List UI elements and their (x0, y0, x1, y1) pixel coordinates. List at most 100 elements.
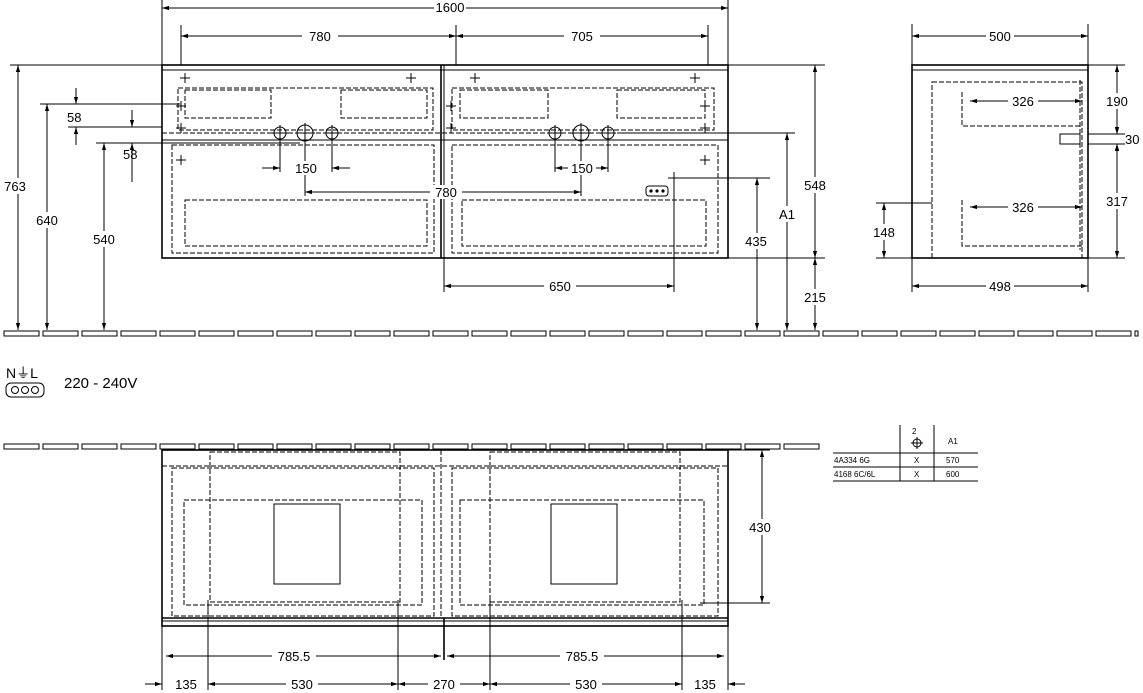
floor-segment (549, 443, 586, 450)
dim-seg-530-right: 530 (575, 677, 597, 692)
floor-segment (81, 443, 118, 450)
floor-segment (549, 330, 586, 337)
dim-width-total: 1600 (436, 0, 465, 15)
floor-segment (510, 330, 547, 337)
floor-segment (1056, 330, 1093, 337)
floor-segment (471, 443, 508, 450)
table-header-a1: A1 (948, 437, 958, 446)
floor-segment (42, 443, 79, 450)
floor-segment (588, 443, 625, 450)
floor-segment (744, 330, 781, 337)
floor-line-bottom (3, 443, 820, 450)
floor-segment (471, 330, 508, 337)
dim-height-148: 148 (873, 225, 895, 240)
table-row-1-mark: X (914, 456, 920, 465)
floor-segment (783, 330, 820, 337)
table-row-1-model: 4A334 6G (834, 456, 870, 465)
floor-segment (822, 330, 859, 337)
floor-segment (666, 443, 703, 450)
dim-half-left: 785.5 (278, 649, 311, 664)
floor-segment (705, 330, 742, 337)
dim-half-right: 785.5 (566, 649, 599, 664)
floor-segment (1134, 330, 1139, 337)
floor-segment (900, 330, 937, 337)
floor-segment (861, 330, 898, 337)
floor-segment (432, 330, 469, 337)
floor-segment (276, 330, 313, 337)
electrical-legend: N⏚L 220 - 240V (5, 365, 137, 398)
floor-segment (159, 443, 196, 450)
dim-depth-top: 500 (989, 29, 1011, 44)
pipe-icon (911, 437, 923, 449)
dim-inner-top: 326 (1012, 94, 1034, 109)
dim-pipe-spacing-right: 150 (571, 161, 593, 176)
floor-segment (198, 443, 235, 450)
floor-segment (354, 330, 391, 337)
floor-segment (198, 330, 235, 337)
table-header-icon-label: 2 (912, 427, 917, 436)
floor-segment (315, 443, 352, 450)
floor-segment (3, 443, 40, 450)
floor-segment (159, 330, 196, 337)
dim-cabinet-height: 548 (804, 178, 826, 193)
floor-segment (237, 330, 274, 337)
dim-height-total: 763 (4, 179, 26, 194)
floor-segment (432, 443, 469, 450)
floor-segment (276, 443, 313, 450)
dim-width-left: 780 (309, 29, 331, 44)
floor-segment (393, 443, 430, 450)
floor-segment (1095, 330, 1132, 337)
dim-height-540: 540 (93, 232, 115, 247)
front-view: 1600 780 705 763 640 540 58 58 150 150 7… (2, 0, 830, 330)
floor-segment (978, 330, 1015, 337)
spec-table: 2 A1 4A334 6G X 570 4168 6C/6L X 600 (833, 425, 978, 482)
floor-segment (42, 330, 79, 337)
dim-socket-height: 435 (745, 234, 767, 249)
table-row-2-mark: X (914, 470, 920, 479)
floor-segment (588, 330, 625, 337)
dim-seg-270: 270 (433, 677, 455, 692)
dim-height-640: 640 (36, 213, 58, 228)
dim-pipe-spacing-left: 150 (295, 161, 317, 176)
floor-segment (3, 330, 40, 337)
floor-segment (627, 330, 664, 337)
floor-segment (783, 443, 820, 450)
table-row-2-a1: 600 (946, 470, 960, 479)
floor-segment (744, 443, 781, 450)
table-row-2-model: 4168 6C/6L (834, 470, 876, 479)
dim-seg-135-left: 135 (175, 677, 197, 692)
floor-segment (1017, 330, 1054, 337)
floor-segment (393, 330, 430, 337)
dim-seg-135-right: 135 (694, 677, 716, 692)
floor-segment (237, 443, 274, 450)
floor-segment (705, 443, 742, 450)
dim-pipe-distance: 780 (435, 185, 457, 200)
dim-offset-58-bottom: 58 (123, 147, 137, 162)
dim-socket-width: 650 (549, 279, 571, 294)
floor-segment (627, 443, 664, 450)
floor-segment (510, 443, 547, 450)
floor-segment (120, 443, 157, 450)
dim-floor-gap: 215 (804, 290, 826, 305)
electrical-symbol-label: N⏚L (6, 365, 38, 381)
dim-height-317: 317 (1106, 194, 1128, 209)
dim-a1-label: A1 (779, 207, 795, 222)
floor-segment (939, 330, 976, 337)
dim-plan-depth: 430 (749, 520, 771, 535)
dim-inner-bottom: 326 (1012, 200, 1034, 215)
floor-line-top (3, 330, 1139, 337)
dim-height-30: 30 (1125, 132, 1139, 147)
floor-segment (81, 330, 118, 337)
table-row-1-a1: 570 (946, 456, 960, 465)
dim-height-190: 190 (1106, 94, 1128, 109)
floor-segment (666, 330, 703, 337)
dim-depth-bottom: 498 (989, 279, 1011, 294)
floor-segment (315, 330, 352, 337)
dim-width-right: 705 (571, 29, 593, 44)
dim-offset-58-top: 58 (67, 110, 81, 125)
side-view: 500 498 326 326 190 30 317 148 (870, 24, 1139, 294)
plan-view: 785.5 785.5 135 530 270 530 135 430 (145, 449, 776, 692)
voltage-label: 220 - 240V (64, 375, 137, 392)
floor-segment (120, 330, 157, 337)
